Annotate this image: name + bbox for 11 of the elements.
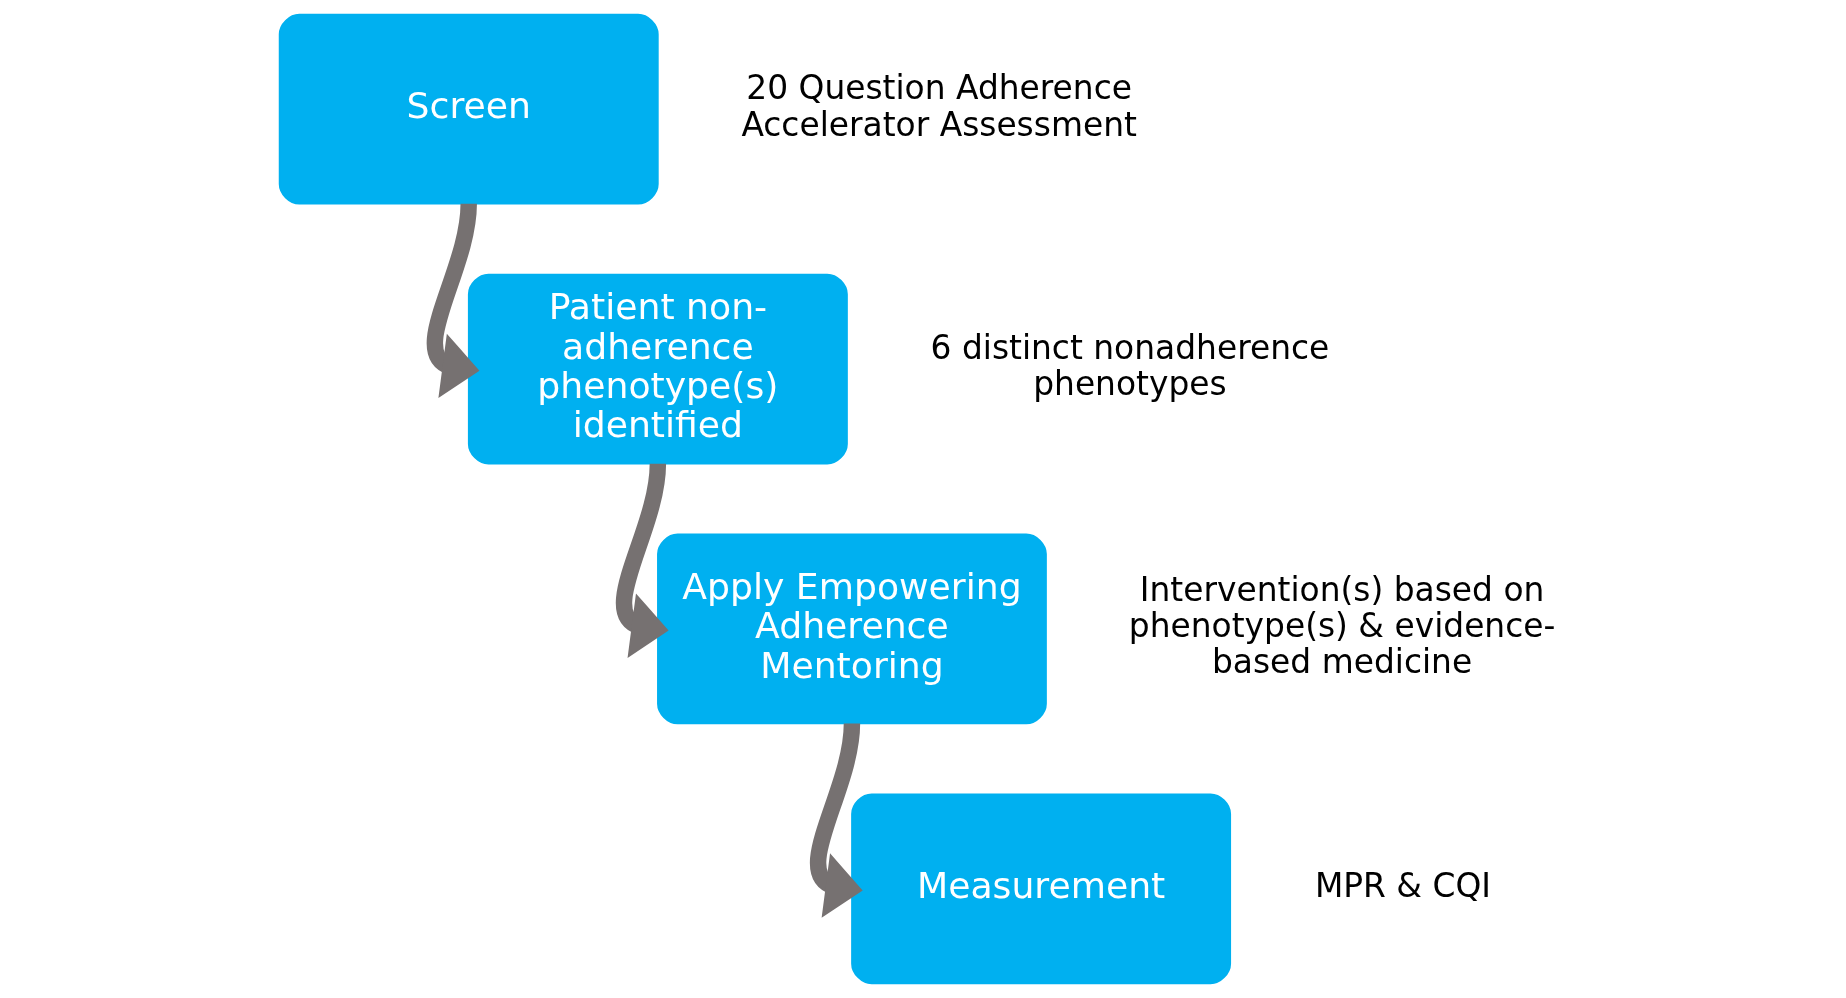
node-box: Apply Empowering Adherence Mentoring: [656, 533, 1047, 725]
node-box: Patient non-adherence phenotype(s) identified: [467, 273, 848, 465]
node-label: MPR & CQI: [1314, 866, 1491, 906]
node-box: Screen: [278, 13, 659, 205]
arrow: [809, 722, 863, 918]
node-label: 6 distinct nonadherence phenotypes: [930, 328, 1329, 404]
node-box: Measurement: [850, 793, 1231, 985]
arrow: [615, 463, 669, 658]
node-label: 20 Question Adherence Accelerator Assessment: [740, 68, 1137, 144]
node-label: Intervention(s) based on phenotype(s) & evidence-based medicine: [1128, 569, 1555, 682]
arrow: [426, 203, 479, 399]
